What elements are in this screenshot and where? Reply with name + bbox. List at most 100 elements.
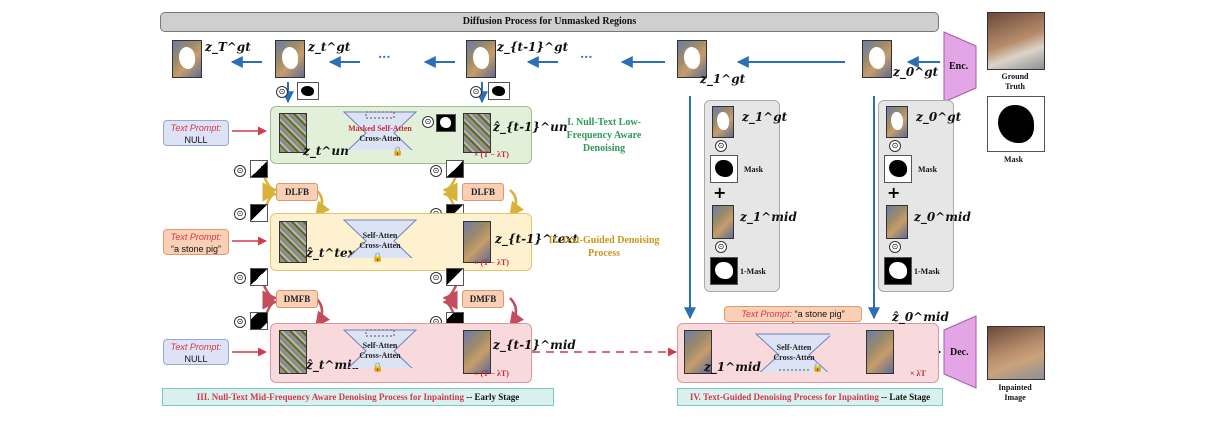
plus-icon: + — [887, 183, 901, 202]
latent-zt-label: z_t^gt — [308, 40, 351, 54]
lock-icon: 🔒 — [392, 146, 404, 156]
blend0-mask-label: Mask — [918, 165, 938, 174]
highpass-filter-icon — [446, 268, 464, 286]
ground-truth-image — [987, 12, 1045, 70]
blend1-mid-image — [712, 205, 734, 239]
prompt-label: Text Prompt: — [170, 232, 222, 242]
stage1-mult: × (T − λT) — [474, 150, 509, 159]
latent-zt1-label: z_{t-1}^gt — [497, 40, 569, 54]
stage4-latent-out: ẑ_0^mid — [892, 310, 949, 324]
lock-icon: 🔒 — [372, 252, 384, 262]
latent-z0-image — [862, 40, 892, 78]
prompt-value: NULL — [184, 135, 208, 145]
stage1-output-image — [463, 113, 491, 153]
blend0-top-label: z_0^gt — [916, 110, 962, 124]
latent-zT-label: z_T^gt — [205, 40, 251, 54]
ellipsis-right: ··· — [580, 50, 593, 64]
decoder-shape — [943, 315, 977, 389]
mask-label: Mask — [1004, 155, 1024, 164]
blend0-mask-image — [884, 155, 912, 183]
stage1-latent-in: z_t^un — [303, 144, 349, 158]
stage4-latent-in: z_1^mid — [704, 360, 761, 374]
lowpass-filter-icon — [250, 160, 268, 178]
lock-icon: 🔒 — [812, 362, 824, 372]
stage4-unet-bottom: Cross-Atten — [773, 353, 815, 362]
stage2-latent-in: ẑ_t^text — [306, 246, 361, 260]
stage2-latent-out: z_{t-1}^text — [495, 232, 579, 246]
stage1-unet-bottom: Cross-Atten — [359, 134, 401, 143]
stage3-caption-tail: -- Early Stage — [466, 392, 520, 402]
odot-icon: ⊙ — [234, 272, 246, 284]
stage3-caption: III. Null-Text Mid-Frequency Aware Denoi… — [162, 388, 554, 406]
blend0-inv-mask-image — [884, 257, 912, 285]
prompt-value: “a stone pig” — [794, 309, 845, 319]
blend1-mask-label: Mask — [744, 165, 764, 174]
stage1-latent-out: ẑ_{t-1}^un — [493, 120, 568, 134]
dmfb-left: DMFB — [276, 290, 318, 308]
prompt-label: Text Prompt: — [170, 342, 222, 352]
ground-truth-label: Ground Truth — [1001, 72, 1029, 91]
stage2-prompt: Text Prompt: “a stone pig” — [163, 229, 229, 255]
decoder-label: Dec. — [950, 347, 969, 358]
stage1-title: I. Null-Text Low-Frequency Aware Denoisi… — [566, 117, 642, 154]
stage4-unet-top: Self-Atten — [776, 343, 812, 352]
blend0-mid-label: z_0^mid — [914, 210, 971, 224]
stage3-unet-top: Self-Atten — [362, 341, 398, 350]
inpainted-label: Inpainted Image — [998, 383, 1032, 402]
blend1-inv-label: 1-Mask — [740, 267, 766, 276]
stage3-output-image — [463, 330, 491, 374]
stage4-caption-main: IV. Text-Guided Denoising Process for In… — [689, 392, 879, 402]
blend1-inv-mask-image — [710, 257, 738, 285]
mask-thumb-icon — [436, 114, 456, 132]
dlfb-left: DLFB — [276, 183, 318, 201]
lowpass-filter-icon — [446, 160, 464, 178]
stage1-unet-shape — [342, 111, 418, 150]
odot-icon: ⊙ — [234, 208, 246, 220]
prompt-label: Text Prompt: — [741, 309, 793, 319]
highpass-filter-icon — [250, 204, 268, 222]
blend1-top-label: z_1^gt — [742, 110, 788, 124]
stage1-input-image — [279, 113, 307, 153]
latent-z1-image — [677, 40, 707, 78]
encoder-label: Enc. — [949, 61, 969, 72]
odot-icon: ⊙ — [715, 241, 727, 253]
odot-icon: ⊙ — [889, 241, 901, 253]
stage3-latent-in: ẑ_t^mid — [306, 358, 361, 372]
odot-icon: ⊙ — [422, 116, 434, 128]
odot-icon: ⊙ — [430, 165, 442, 177]
stage2-title: II. Text-Guided Denoising Process — [548, 235, 660, 259]
prompt-value: “a stone pig” — [170, 244, 222, 254]
ellipsis-left: ··· — [378, 50, 391, 64]
odot-icon: ⊙ — [889, 140, 901, 152]
odot-icon: ⊙ — [276, 86, 288, 98]
plus-icon: + — [713, 183, 727, 202]
odot-icon: ⊙ — [470, 86, 482, 98]
stage1-prompt: Text Prompt: NULL — [163, 120, 229, 146]
stage1-unet-top: Masked Self-Atten — [348, 124, 412, 133]
stage3-input-image — [279, 330, 307, 374]
stage2-output-image — [463, 221, 491, 263]
blend1-mask-image — [710, 155, 738, 183]
stage4-prompt: Text Prompt: “a stone pig” — [724, 306, 862, 322]
blend0-inv-label: 1-Mask — [914, 267, 940, 276]
odot-icon: ⊙ — [234, 165, 246, 177]
stage3-caption-main: III. Null-Text Mid-Frequency Aware Denoi… — [196, 392, 465, 402]
blend0-gt-image — [886, 106, 908, 138]
mask-thumb-icon — [297, 82, 319, 100]
latent-zT-image — [172, 40, 202, 78]
stage3-mult: × (T − λT) — [474, 369, 509, 378]
odot-icon: ⊙ — [430, 272, 442, 284]
latent-zt-image — [275, 40, 305, 78]
blend0-mid-image — [886, 205, 908, 239]
stage4-output-image — [866, 330, 894, 374]
stage4-caption: IV. Text-Guided Denoising Process for In… — [677, 388, 943, 406]
stage2-unet-bottom: Cross-Atten — [359, 241, 401, 250]
inpainted-image — [987, 326, 1045, 380]
dmfb-right: DMFB — [462, 290, 504, 308]
odot-icon: ⊙ — [715, 140, 727, 152]
midpass-filter-icon — [250, 312, 268, 330]
mask-thumb-icon — [488, 82, 510, 100]
prompt-value: NULL — [184, 354, 208, 364]
stage2-input-image — [279, 221, 307, 263]
stage2-unet-top: Self-Atten — [362, 231, 398, 240]
